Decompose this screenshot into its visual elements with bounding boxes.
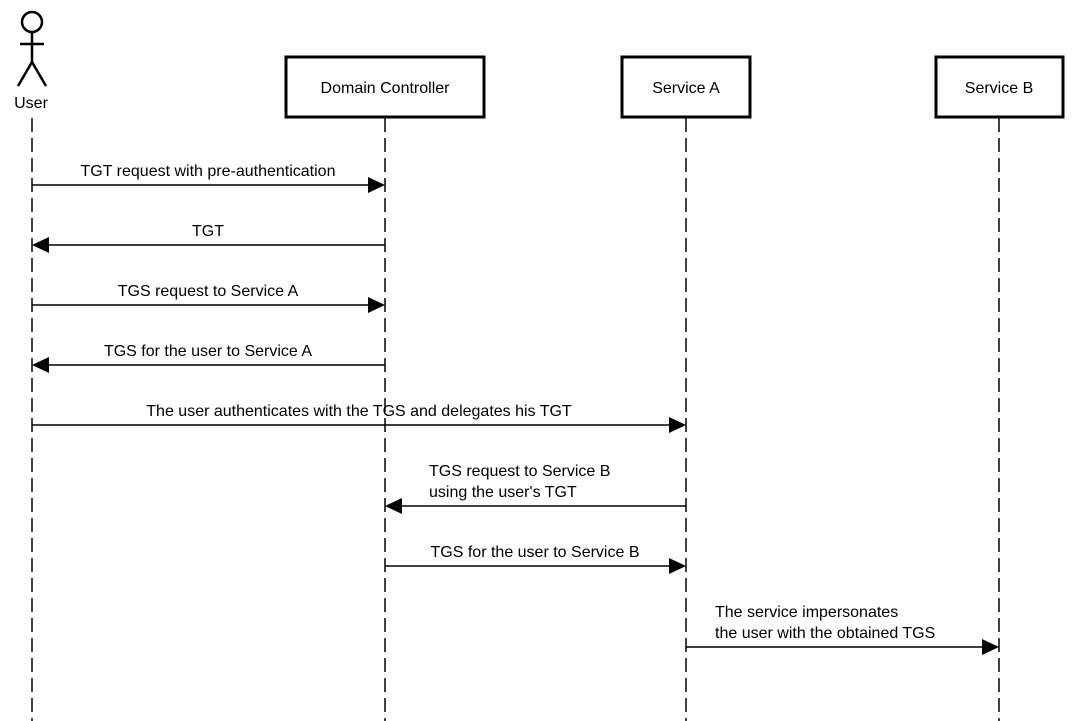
message-tgs-request-service-b: TGS request to Service B using the user'… <box>385 463 686 514</box>
message-label: The user authenticates with the TGS and … <box>146 403 572 420</box>
arrowhead-right-icon <box>982 639 999 655</box>
arrowhead-right-icon <box>368 297 385 313</box>
participant-label: Service A <box>652 80 720 97</box>
message-user-authenticates: The user authenticates with the TGS and … <box>32 403 686 433</box>
message-label: TGT request with pre-authentication <box>81 163 336 180</box>
participant-service-b: Service B <box>934 55 1065 119</box>
arrowhead-right-icon <box>669 558 686 574</box>
participant-service-a: Service A <box>620 55 752 119</box>
message-label: TGT <box>192 223 224 240</box>
user-actor-label: User <box>14 95 48 112</box>
message-label-line-1: The service impersonates <box>715 604 898 621</box>
message-service-impersonates: The service impersonates the user with t… <box>686 604 999 655</box>
message-label: TGS for the user to Service B <box>431 544 640 561</box>
arrowhead-right-icon <box>368 177 385 193</box>
message-label-line-1: TGS request to Service B <box>429 463 610 480</box>
arrowhead-right-icon <box>669 417 686 433</box>
message-label: TGS request to Service A <box>118 283 299 300</box>
message-tgt-request: TGT request with pre-authentication <box>32 163 385 193</box>
participant-label: Service B <box>965 80 1033 97</box>
participant-label: Domain Controller <box>321 80 451 97</box>
message-label: TGS for the user to Service A <box>104 343 312 360</box>
message-tgs-response-service-a: TGS for the user to Service A <box>32 343 385 373</box>
message-tgs-request-service-a: TGS request to Service A <box>32 283 385 313</box>
user-actor-icon <box>16 10 48 87</box>
message-tgs-response-service-b: TGS for the user to Service B <box>385 544 686 574</box>
message-tgt-response: TGT <box>32 223 385 253</box>
message-label-line-2: the user with the obtained TGS <box>715 625 935 642</box>
arrowhead-left-icon <box>32 357 49 373</box>
arrowhead-left-icon <box>385 498 402 514</box>
arrowhead-left-icon <box>32 237 49 253</box>
message-label-line-2: using the user's TGT <box>429 484 577 501</box>
participant-domain-controller: Domain Controller <box>284 55 486 119</box>
